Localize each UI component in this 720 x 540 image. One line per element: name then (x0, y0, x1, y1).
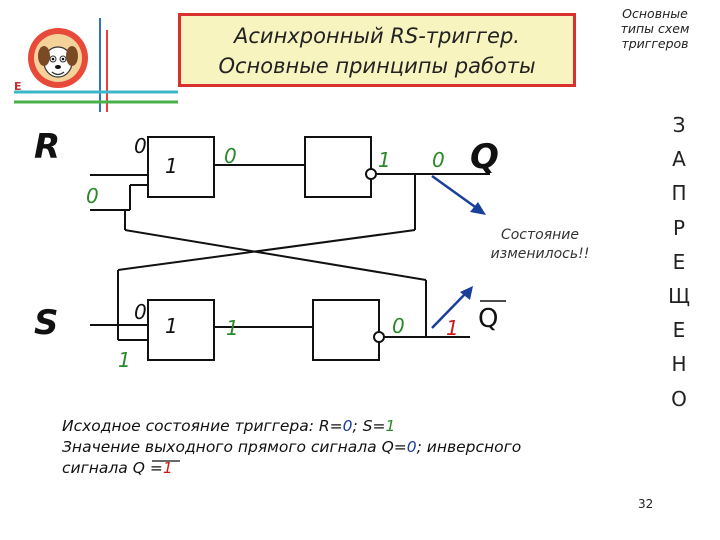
value-q-out: 0 (432, 148, 445, 172)
title-box: Асинхронный RS-триггер. Основные принцип… (178, 13, 576, 87)
gate-bottom-right (312, 299, 380, 361)
gate-top-left (147, 136, 215, 198)
page-number: 32 (638, 497, 654, 511)
gate-bottom-left (147, 299, 215, 361)
signal-q-label: Q (470, 137, 499, 177)
value-bottom-between: 1 (226, 316, 239, 340)
logo-letter: E (14, 80, 22, 93)
corner-note: Основные типы схем триггеров (620, 6, 690, 51)
state-changed-note: Состояние изменилось!! (490, 227, 590, 262)
value-top-gate-lower: 0 (86, 184, 99, 208)
inverter-bubble-top (365, 168, 377, 180)
logo-dog (26, 26, 90, 90)
value-r-input: 0 (134, 134, 147, 158)
value-bottom-gate-lower: 1 (118, 348, 131, 372)
description-line-2: Значение выходного прямого сигнала Q=0; … (62, 438, 522, 456)
signal-r-label: R (34, 127, 61, 167)
value-top-gate2-out: 1 (378, 148, 391, 172)
gate-top-right (304, 136, 372, 198)
description-line-1: Исходное состояние триггера: R=0; S=1 (62, 417, 396, 435)
description-text: Исходное состояние триггера: R=0; S=1 Зн… (62, 416, 521, 479)
title-line-2: Основные принципы работы (218, 54, 536, 78)
title-line-1: Асинхронный RS-триггер. (234, 24, 520, 48)
value-bottom-gate2-out: 0 (392, 314, 405, 338)
side-word: З А П Р Е Щ Е Н О (668, 113, 690, 411)
value-top-between: 0 (224, 144, 237, 168)
value-top-gate-upper: 1 (165, 154, 178, 178)
value-bottom-gate-upper: 1 (165, 314, 178, 338)
inverter-bubble-bottom (373, 331, 385, 343)
signal-qbar-label: Q (478, 304, 499, 334)
signal-s-label: S (34, 303, 59, 343)
description-line-3: сигнала Q =1 (62, 459, 173, 477)
value-s-input: 0 (134, 300, 147, 324)
value-qbar-out: 1 (446, 316, 459, 340)
